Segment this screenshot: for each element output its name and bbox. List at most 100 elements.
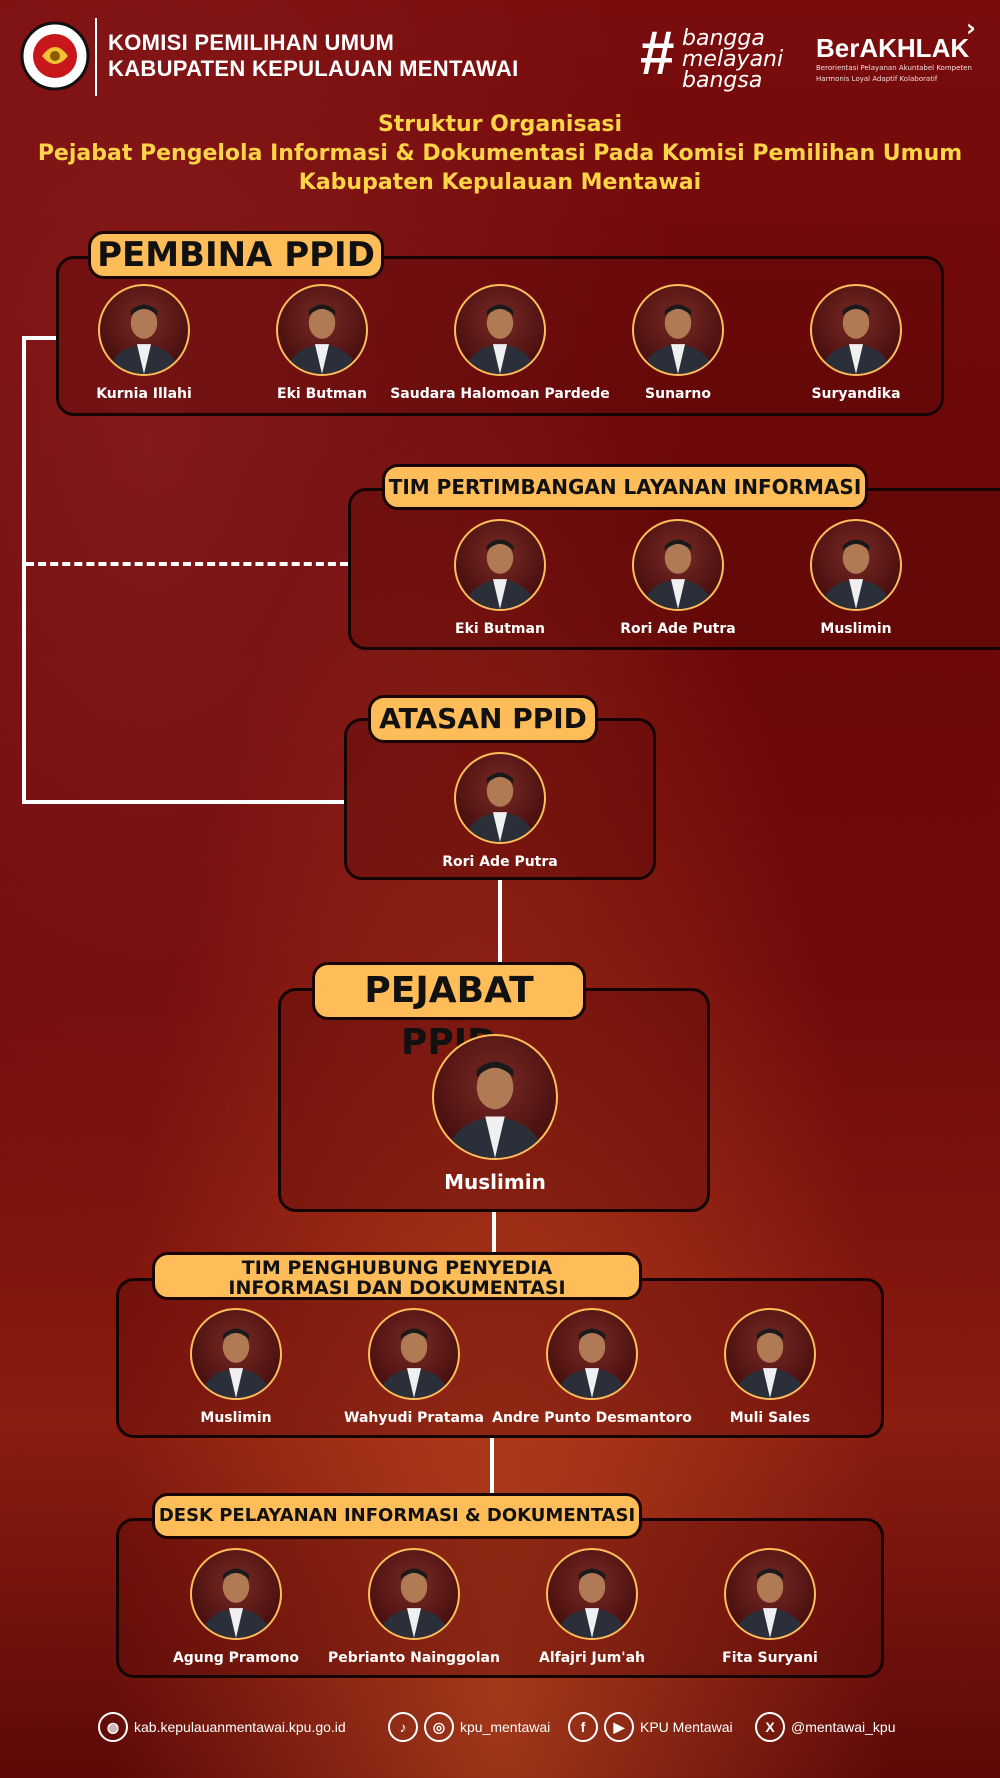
person-name: Agung Pramono bbox=[172, 1650, 300, 1666]
hash-icon: # bbox=[640, 19, 675, 88]
person-photo bbox=[724, 1308, 816, 1400]
person-name: Muli Sales bbox=[729, 1410, 811, 1426]
person-photo bbox=[546, 1308, 638, 1400]
person-name: Saudara Halomoan Pardede bbox=[390, 386, 610, 402]
footer-facebook-youtube[interactable]: f ▶ KPU Mentawai bbox=[568, 1712, 733, 1742]
person-card-pembina: Saudara Halomoan Pardede bbox=[390, 284, 610, 402]
person-card-pembina: Suryandika bbox=[746, 284, 966, 402]
footer-facebook-youtube-text: KPU Mentawai bbox=[640, 1719, 733, 1735]
footer-website[interactable]: ◍ kab.kepulauanmentawai.kpu.go.id bbox=[98, 1712, 346, 1742]
person-photo bbox=[810, 519, 902, 611]
person-card-tim-penghubung: Wahyudi Pratama bbox=[304, 1308, 524, 1426]
person-card-pembina: Kurnia Illahi bbox=[34, 284, 254, 402]
footer-tiktok-instagram[interactable]: ♪ ◎ kpu_mentawai bbox=[388, 1712, 550, 1742]
person-photo bbox=[276, 284, 368, 376]
youtube-icon: ▶ bbox=[604, 1712, 634, 1742]
person-photo bbox=[368, 1548, 460, 1640]
person-name: Pebrianto Nainggolan bbox=[328, 1650, 500, 1666]
facebook-icon: f bbox=[568, 1712, 598, 1742]
person-photo bbox=[810, 284, 902, 376]
person-name: Sunarno bbox=[645, 386, 711, 402]
bangga-word-1: bangga bbox=[682, 26, 765, 51]
person-photo bbox=[546, 1548, 638, 1640]
title-line3: Kabupaten Kepulauan Mentawai bbox=[298, 170, 702, 195]
title-line2: Pejabat Pengelola Informasi & Dokumentas… bbox=[37, 141, 963, 166]
tim-pertimbangan-dashed-line bbox=[26, 562, 348, 566]
person-card-desk: Alfajri Jum'ah bbox=[482, 1548, 702, 1666]
berakhlak-logo: BerAKHLAK Berorientasi Pelayanan Akuntab… bbox=[816, 34, 996, 84]
tim-pertimbangan-label: TIM PERTIMBANGAN LAYANAN INFORMASI bbox=[382, 464, 868, 510]
person-photo bbox=[454, 284, 546, 376]
person-card-pejabat: Muslimin bbox=[385, 1034, 605, 1194]
person-photo bbox=[454, 752, 546, 844]
page-title: Struktur Organisasi Pejabat Pengelola In… bbox=[0, 110, 1000, 197]
atasan-ppid-label: ATASAN PPID bbox=[368, 695, 598, 743]
footer-website-text: kab.kepulauanmentawai.kpu.go.id bbox=[134, 1719, 346, 1735]
person-name: Eki Butman bbox=[277, 386, 367, 402]
penghubung-desk-connector bbox=[490, 1438, 494, 1494]
tim-penghubung-label-2: INFORMASI DAN DOKUMENTASI bbox=[228, 1277, 566, 1299]
organization-name: KOMISI PEMILIHAN UMUM KABUPATEN KEPULAUA… bbox=[108, 30, 519, 82]
instagram-icon: ◎ bbox=[424, 1712, 454, 1742]
person-name: Kurnia Illahi bbox=[96, 386, 192, 402]
person-name: Fita Suryani bbox=[722, 1650, 818, 1666]
person-card-tim-penghubung: Andre Punto Desmantoro bbox=[482, 1308, 702, 1426]
person-photo bbox=[724, 1548, 816, 1640]
person-name: Suryandika bbox=[811, 386, 901, 402]
organization-name-line1: KOMISI PEMILIHAN UMUM bbox=[108, 30, 395, 55]
person-card-desk: Agung Pramono bbox=[126, 1548, 346, 1666]
atasan-connector-line bbox=[22, 800, 344, 804]
person-name: Muslimin bbox=[444, 1170, 546, 1194]
desk-pelayanan-label: DESK PELAYANAN INFORMASI & DOKUMENTASI bbox=[152, 1493, 642, 1539]
person-name: Rori Ade Putra bbox=[620, 621, 736, 637]
globe-icon: ◍ bbox=[98, 1712, 128, 1742]
person-card-desk: Fita Suryani bbox=[660, 1548, 880, 1666]
header-divider bbox=[95, 18, 97, 96]
person-photo bbox=[632, 284, 724, 376]
person-photo bbox=[432, 1034, 558, 1160]
berakhlak-sub-1: Berorientasi Pelayanan Akuntabel Kompete… bbox=[816, 64, 972, 72]
person-card-pembina: Eki Butman bbox=[212, 284, 432, 402]
person-card-tim-penghubung: Muslimin bbox=[126, 1308, 346, 1426]
bangga-melayani-bangsa-logo: # bangga melayani bangsa bbox=[640, 19, 790, 94]
person-card-tim-pertimbangan: Rori Ade Putra bbox=[568, 519, 788, 637]
person-name: Andre Punto Desmantoro bbox=[492, 1410, 692, 1426]
berakhlak-title: BerAKHLAK bbox=[816, 33, 970, 63]
person-name: Wahyudi Pratama bbox=[344, 1410, 484, 1426]
kpu-logo bbox=[20, 16, 90, 96]
person-photo bbox=[632, 519, 724, 611]
footer-x[interactable]: X @mentawai_kpu bbox=[755, 1712, 896, 1742]
person-photo bbox=[368, 1308, 460, 1400]
left-connector-line bbox=[22, 336, 26, 804]
person-card-atasan: Rori Ade Putra bbox=[390, 752, 610, 870]
tiktok-icon: ♪ bbox=[388, 1712, 418, 1742]
bangga-word-2: melayani bbox=[682, 47, 784, 72]
person-card-pembina: Sunarno bbox=[568, 284, 788, 402]
pembina-ppid-label: PEMBINA PPID bbox=[88, 231, 384, 279]
berakhlak-sub-2: Harmonis Loyal Adaptif Kolaboratif bbox=[816, 75, 938, 83]
person-card-tim-pertimbangan: Eki Butman bbox=[390, 519, 610, 637]
person-name: Alfajri Jum'ah bbox=[538, 1650, 645, 1666]
footer-tiktok-instagram-text: kpu_mentawai bbox=[460, 1719, 551, 1735]
organization-name-line2: KABUPATEN KEPULAUAN MENTAWAI bbox=[108, 56, 519, 81]
pembina-connector-line bbox=[22, 336, 56, 340]
person-card-tim-penghubung: Muli Sales bbox=[660, 1308, 880, 1426]
bangga-word-3: bangsa bbox=[682, 68, 763, 93]
pejabat-ppid-label: PEJABAT PPID bbox=[312, 962, 586, 1063]
person-photo bbox=[190, 1308, 282, 1400]
footer-x-text: @mentawai_kpu bbox=[791, 1719, 896, 1735]
person-photo bbox=[454, 519, 546, 611]
tim-penghubung-label: TIM PENGHUBUNG PENYEDIA INFORMASI DAN DO… bbox=[152, 1252, 642, 1300]
tim-penghubung-label-1: TIM PENGHUBUNG PENYEDIA bbox=[241, 1257, 553, 1279]
x-icon: X bbox=[755, 1712, 785, 1742]
person-card-tim-pertimbangan: Muslimin bbox=[746, 519, 966, 637]
person-name: Eki Butman bbox=[455, 621, 545, 637]
person-card-desk: Pebrianto Nainggolan bbox=[304, 1548, 524, 1666]
person-name: Muslimin bbox=[200, 1410, 272, 1426]
person-name: Muslimin bbox=[820, 621, 892, 637]
title-line1: Struktur Organisasi bbox=[377, 112, 623, 137]
person-name: Rori Ade Putra bbox=[442, 854, 558, 870]
atasan-pejabat-connector bbox=[498, 880, 502, 962]
person-photo bbox=[98, 284, 190, 376]
chevron-right-icon: › bbox=[966, 14, 976, 42]
